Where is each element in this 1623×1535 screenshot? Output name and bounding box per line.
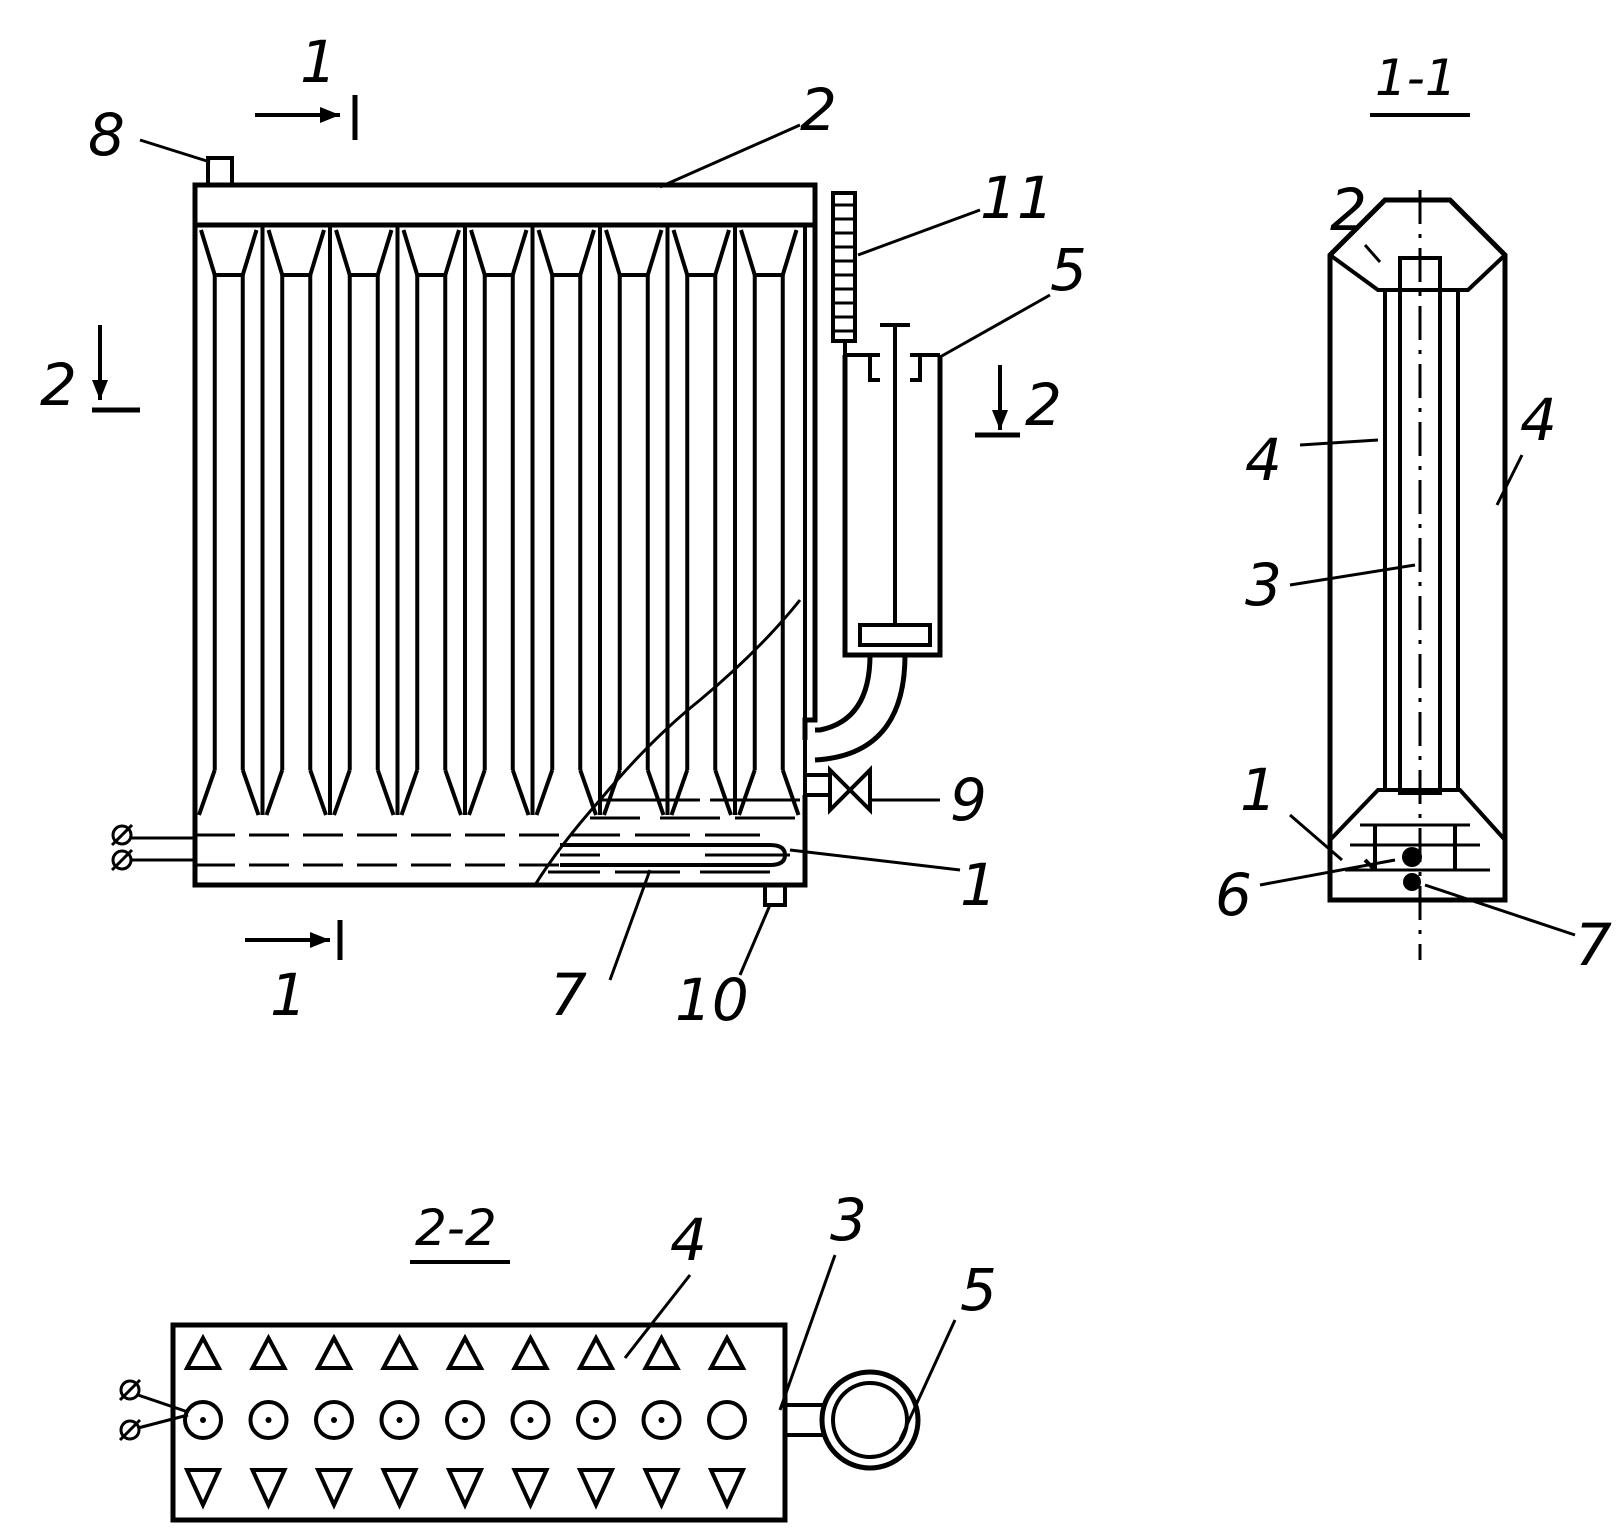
tube-circle-9 — [709, 1402, 745, 1438]
section-2-2-title: 2-2 — [415, 1199, 497, 1257]
fin-top-1 — [201, 230, 257, 275]
tube-center-6 — [528, 1417, 534, 1423]
label-7: 7 — [550, 961, 587, 1029]
label-9: 9 — [950, 766, 987, 834]
fin-triangle-bottom-3 — [318, 1470, 350, 1505]
section-2-2-terminals — [120, 1380, 188, 1440]
float-piston — [860, 625, 930, 645]
section-mark-left — [92, 325, 140, 410]
top-collector — [195, 185, 815, 225]
tube-center-5 — [462, 1417, 468, 1423]
drain-plug — [765, 885, 785, 905]
label-2-right: 2 — [1025, 371, 1062, 439]
fin-bottom-left-2 — [267, 770, 283, 815]
fin-triangle-bottom-6 — [515, 1470, 547, 1505]
label-11: 11 — [980, 164, 1054, 232]
label-1-bottom: 1 — [270, 961, 307, 1029]
tube-center-1 — [200, 1417, 206, 1423]
fin-triangle-top-5 — [449, 1338, 481, 1368]
fin-triangle-top-8 — [646, 1338, 678, 1368]
label-1-right: 1 — [960, 851, 997, 919]
expansion-tank — [815, 325, 940, 760]
section-1-1: 1-1 2 4 4 3 — [1215, 49, 1612, 979]
label-2-2-5: 5 — [960, 1256, 997, 1324]
label-1-1-7: 7 — [1575, 911, 1612, 979]
label-1-top: 1 — [300, 28, 337, 96]
fin-bottom-left-9 — [739, 770, 755, 815]
label-2: 2 — [800, 76, 837, 144]
label-8: 8 — [88, 101, 125, 169]
label-5: 5 — [1050, 236, 1087, 304]
fin-bottom-left-3 — [334, 770, 350, 815]
label-1-1-1: 1 — [1240, 756, 1277, 824]
label-2-2-3: 3 — [830, 1186, 867, 1254]
tube-center-4 — [397, 1417, 403, 1423]
label-1-1-4-right: 4 — [1520, 386, 1557, 454]
fin-channels — [195, 225, 805, 815]
tube-center-2 — [266, 1417, 272, 1423]
fin-bottom-left-5 — [469, 770, 485, 815]
level-gauge — [833, 193, 855, 341]
label-2-left: 2 — [40, 351, 77, 419]
label-1-1-4-left: 4 — [1245, 426, 1282, 494]
fin-triangle-bottom-9 — [711, 1470, 743, 1505]
fin-triangle-bottom-8 — [646, 1470, 678, 1505]
fin-triangle-top-3 — [318, 1338, 350, 1368]
fin-top-4 — [404, 230, 460, 275]
label-1-1-6: 6 — [1215, 861, 1252, 929]
fin-top-7 — [606, 230, 662, 275]
fin-triangle-top-4 — [384, 1338, 416, 1368]
section-mark-bottom — [245, 920, 340, 960]
fin-bottom-right-8 — [715, 770, 731, 815]
fin-top-3 — [336, 230, 392, 275]
label-1-1-2: 2 — [1330, 176, 1367, 244]
front-view: 8 1 2 11 5 2 2 9 1 1 7 10 — [40, 28, 1087, 1034]
fin-triangle-top-1 — [187, 1338, 219, 1368]
expansion-tank-section — [822, 1372, 918, 1468]
fin-bottom-right-4 — [445, 770, 461, 815]
fin-top-5 — [471, 230, 527, 275]
section-2-2-body — [173, 1325, 785, 1520]
section-2-2: 2-2 4 3 5 — [120, 1186, 997, 1520]
fin-bottom-right-1 — [243, 770, 259, 815]
section-mark-top — [255, 95, 355, 140]
valve — [805, 770, 870, 810]
section-mark-right — [975, 365, 1020, 435]
fin-bottom-left-8 — [672, 770, 688, 815]
fin-top-2 — [269, 230, 325, 275]
tube-center-7 — [593, 1417, 599, 1423]
fin-bottom-left-6 — [537, 770, 553, 815]
fin-triangle-bottom-1 — [187, 1470, 219, 1505]
electrical-terminals — [112, 825, 195, 870]
air-vent-fitting — [208, 158, 232, 185]
fin-top-9 — [741, 230, 797, 275]
fin-bottom-right-9 — [783, 770, 799, 815]
label-2-2-4: 4 — [670, 1206, 707, 1274]
fin-bottom-left-1 — [199, 770, 215, 815]
fin-top-6 — [539, 230, 595, 275]
fin-triangle-bottom-2 — [253, 1470, 285, 1505]
fin-triangle-top-9 — [711, 1338, 743, 1368]
fin-top-8 — [674, 230, 730, 275]
fin-triangle-top-7 — [580, 1338, 612, 1368]
fin-triangle-bottom-4 — [384, 1470, 416, 1505]
fin-triangle-bottom-5 — [449, 1470, 481, 1505]
fin-bottom-right-2 — [310, 770, 326, 815]
fin-bottom-right-7 — [648, 770, 664, 815]
fin-bottom-right-3 — [378, 770, 394, 815]
fin-triangle-top-2 — [253, 1338, 285, 1368]
tube-center-3 — [331, 1417, 337, 1423]
section-1-1-title: 1-1 — [1375, 49, 1457, 107]
label-1-1-3: 3 — [1245, 551, 1282, 619]
tube-center-8 — [659, 1417, 665, 1423]
fin-bottom-right-5 — [513, 770, 529, 815]
fin-triangle-top-6 — [515, 1338, 547, 1368]
label-10: 10 — [675, 966, 749, 1034]
fin-triangle-bottom-7 — [580, 1470, 612, 1505]
fin-bottom-left-4 — [402, 770, 418, 815]
section-2-2-elements — [185, 1338, 745, 1505]
